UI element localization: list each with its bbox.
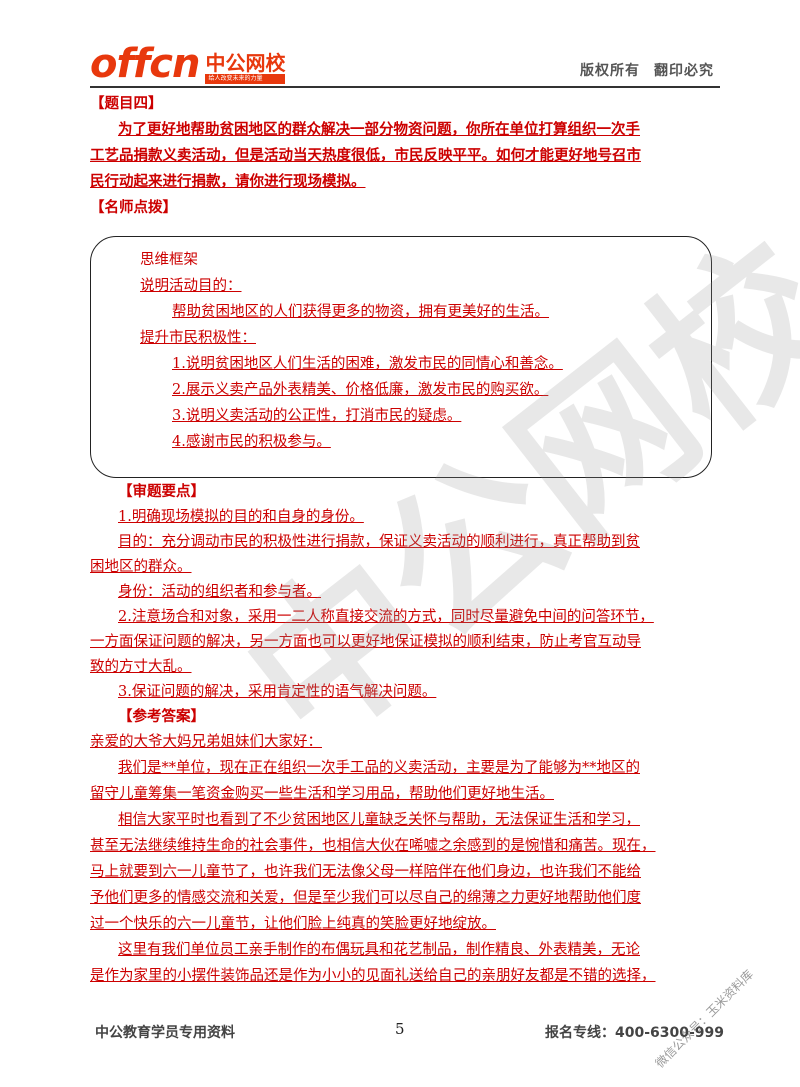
key-point-line-6: 一方面保证问题的解决，另一方面也可以更好地保证模拟的顺利结束，防止考官互动导 — [90, 634, 641, 650]
question-line-2: 工艺品捐款义卖活动，但是活动当天热度很低，市民反映平平。如何才能更好地号召市 — [90, 147, 641, 164]
header-divider — [90, 86, 720, 88]
footer-left-text: 中公教育学员专用资料 — [95, 1025, 235, 1041]
framework-item-2: 2.展示义卖产品外表精美、价格低廉，激发市民的购买欲。 — [172, 382, 549, 398]
purpose-label: 说明活动目的： — [140, 278, 242, 294]
answer-line-1: 亲爱的大爷大妈兄弟姐妹们大家好： — [90, 734, 322, 750]
key-point-line-8: 3.保证问题的解决，采用肯定性的语气解决问题。 — [118, 684, 437, 700]
purpose-text: 帮助贫困地区的人们获得更多的物资，拥有更美好的生活。 — [172, 304, 549, 320]
side-watermark: 微信公众号：玉米资料库 — [652, 967, 756, 1071]
logo-chinese-name: 中公网校 — [205, 51, 286, 75]
logo-word: offcn — [90, 41, 200, 87]
framework-box — [90, 236, 712, 478]
key-point-line-2: 目的：充分调动市民的积极性进行捐款，保证义卖活动的顺利进行，真正帮助到贫 — [118, 534, 640, 550]
answer-line-2: 我们是**单位，现在正在组织一次手工品的义卖活动，主要是为了能够为**地区的 — [118, 760, 640, 776]
question-label: 【题目四】 — [90, 96, 163, 112]
answer-line-5: 甚至无法继续维持生命的社会事件，也相信大伙在唏嘘之余感到的是惋惜和痛苦。现在， — [90, 838, 656, 854]
question-line-1: 为了更好地帮助贫困地区的群众解决一部分物资问题，你所在单位打算组织一次手 — [118, 121, 640, 138]
footer-hotline: 报名专线：400-6300-999 — [545, 1025, 725, 1041]
key-points-label: 【审题要点】 — [118, 484, 205, 500]
key-point-line-5: 2.注意场合和对象，采用一二人称直接交流的方式，同时尽量避免中间的问答环节， — [118, 609, 654, 625]
question-line-3: 民行动起来进行捐款，请你进行现场模拟。 — [90, 173, 366, 190]
rights-text-1: 版权所有 — [580, 63, 640, 79]
answer-line-10: 是作为家里的小摆件装饰品还是作为小小的见面礼送给自己的亲朋好友都是不错的选择， — [90, 968, 656, 984]
answer-label: 【参考答案】 — [118, 709, 205, 725]
page-header: offcn 中公网校 给人改变未来的力量 版权所有翻印必究 — [90, 32, 720, 84]
page-number: 5 — [395, 1020, 405, 1038]
copyright-notice: 版权所有翻印必究 — [566, 60, 714, 80]
framework-title: 思维框架 — [140, 252, 198, 268]
answer-line-8: 过一个快乐的六一儿童节，让他们脸上纯真的笑脸更好地绽放。 — [90, 916, 496, 932]
key-point-line-7: 致的方寸大乱。 — [90, 659, 192, 675]
answer-line-7: 予他们更多的情感交流和关爱，但是至少我们可以尽自己的绵薄之力更好地帮助他们度 — [90, 890, 641, 906]
answer-line-9: 这里有我们单位员工亲手制作的布偶玩具和花艺制品，制作精良、外表精美，无论 — [118, 942, 640, 958]
framework-item-4: 4.感谢市民的积极参与。 — [172, 434, 331, 450]
key-point-line-4: 身份：活动的组织者和参与者。 — [118, 584, 321, 600]
framework-item-1: 1.说明贫困地区人们生活的困难，激发市民的同情心和善念。 — [172, 356, 563, 372]
rights-text-2: 翻印必究 — [654, 63, 714, 79]
answer-line-4: 相信大家平时也看到了不少贫困地区儿童缺乏关怀与帮助，无法保证生活和学习， — [118, 812, 640, 828]
key-point-line-3: 困地区的群众。 — [90, 559, 192, 575]
tips-label: 【名师点拨】 — [90, 200, 177, 216]
logo-slogan: 给人改变未来的力量 — [205, 74, 286, 84]
key-point-line-1: 1.明确现场模拟的目的和自身的身份。 — [118, 509, 364, 525]
answer-line-6: 马上就要到六一儿童节了，也许我们无法像父母一样陪伴在他们身边，也许我们不能给 — [90, 864, 641, 880]
framework-item-3: 3.说明义卖活动的公正性，打消市民的疑虑。 — [172, 408, 462, 424]
offcn-logo: offcn 中公网校 给人改变未来的力量 — [90, 36, 286, 87]
enthusiasm-label: 提升市民积极性： — [140, 330, 256, 346]
answer-line-3: 留守儿童筹集一笔资金购买一些生活和学习用品，帮助他们更好地生活。 — [90, 786, 554, 802]
